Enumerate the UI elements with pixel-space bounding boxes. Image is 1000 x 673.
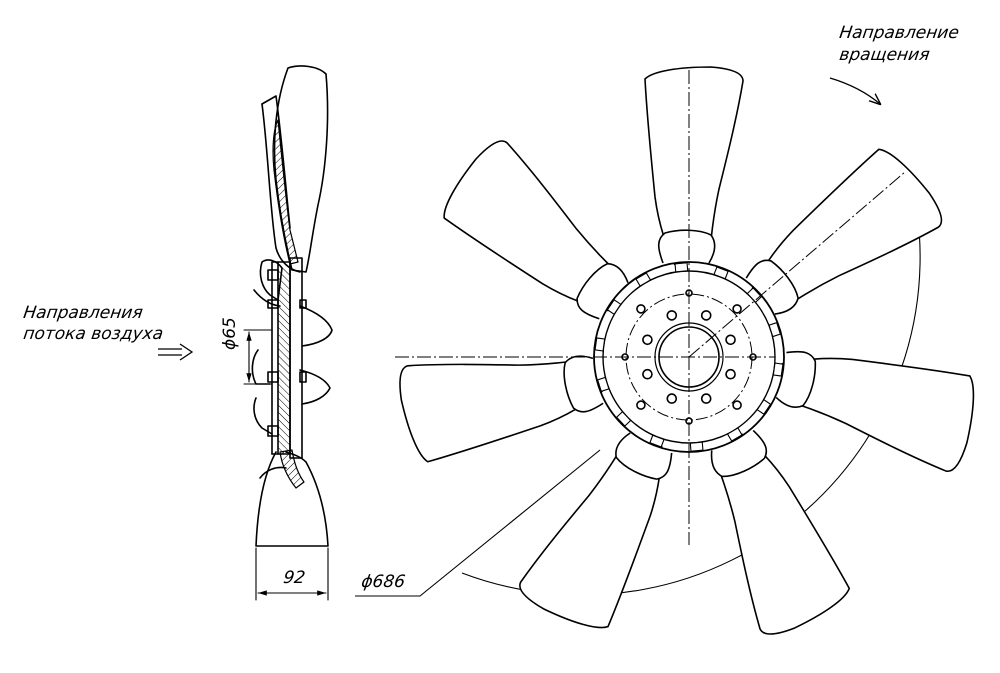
- hub-bolt: [642, 368, 653, 380]
- blade-clamp: [772, 362, 784, 377]
- blade-clamp: [594, 337, 606, 352]
- blade-clamp: [597, 376, 610, 392]
- hub-bolt: [642, 334, 653, 346]
- blade-clamp: [746, 287, 762, 303]
- front-view: [355, 66, 975, 635]
- rotation-arrow-icon: [829, 77, 880, 104]
- hub-bolt: [666, 393, 678, 404]
- blade-clamp: [606, 299, 622, 315]
- rotation-label-line2: вращения: [838, 45, 931, 65]
- outer-bolt: [732, 304, 742, 314]
- airflow-label-line2: потока воздуха: [22, 324, 165, 344]
- blade-clamp: [713, 266, 729, 280]
- blade-clamp: [649, 434, 665, 448]
- blade-clamp: [756, 399, 772, 415]
- hub-bolt: [725, 334, 736, 346]
- fan-diameter-dimension: ϕ686: [360, 572, 407, 592]
- lower-blade-outline: [255, 451, 329, 547]
- hub-disk-section: [277, 261, 291, 455]
- blade-clamp: [727, 427, 743, 442]
- hub-bolt: [666, 310, 678, 321]
- hub-diameter-dimension: ϕ65: [220, 317, 240, 350]
- outer-bolt: [636, 304, 646, 314]
- middle-blade-lower: [299, 369, 331, 405]
- middle-blade-upper: [299, 305, 333, 347]
- blade-clamp: [616, 411, 632, 427]
- upper-spoke-section: [272, 119, 299, 265]
- lower-spoke-section: [279, 449, 305, 489]
- fan-blade: [644, 66, 744, 266]
- airflow-arrow-icon: [158, 343, 194, 361]
- outer-bolt: [636, 400, 646, 410]
- fan-blade: [443, 140, 629, 320]
- fan-blade: [745, 148, 943, 315]
- rotation-label-line1: Направление: [838, 23, 961, 43]
- fan-blade: [710, 429, 851, 635]
- blade-clamp: [635, 272, 651, 287]
- airflow-label-line1: Направления: [22, 303, 145, 323]
- hub-bolt: [700, 393, 712, 404]
- blade-clamp: [674, 262, 689, 273]
- fan-blade: [399, 355, 604, 463]
- width-dimension: 92: [282, 568, 307, 588]
- outer-bolt: [732, 400, 742, 410]
- fan-blade: [519, 432, 673, 629]
- fan-blade: [775, 350, 975, 473]
- fan-blades: [399, 66, 975, 635]
- side-section-view: [243, 65, 333, 601]
- blade-clamp: [768, 322, 781, 338]
- blade-clamps: [594, 262, 784, 452]
- blade-clamp: [689, 441, 704, 452]
- hub-bolt: [700, 310, 712, 321]
- hub-bolt: [725, 368, 736, 380]
